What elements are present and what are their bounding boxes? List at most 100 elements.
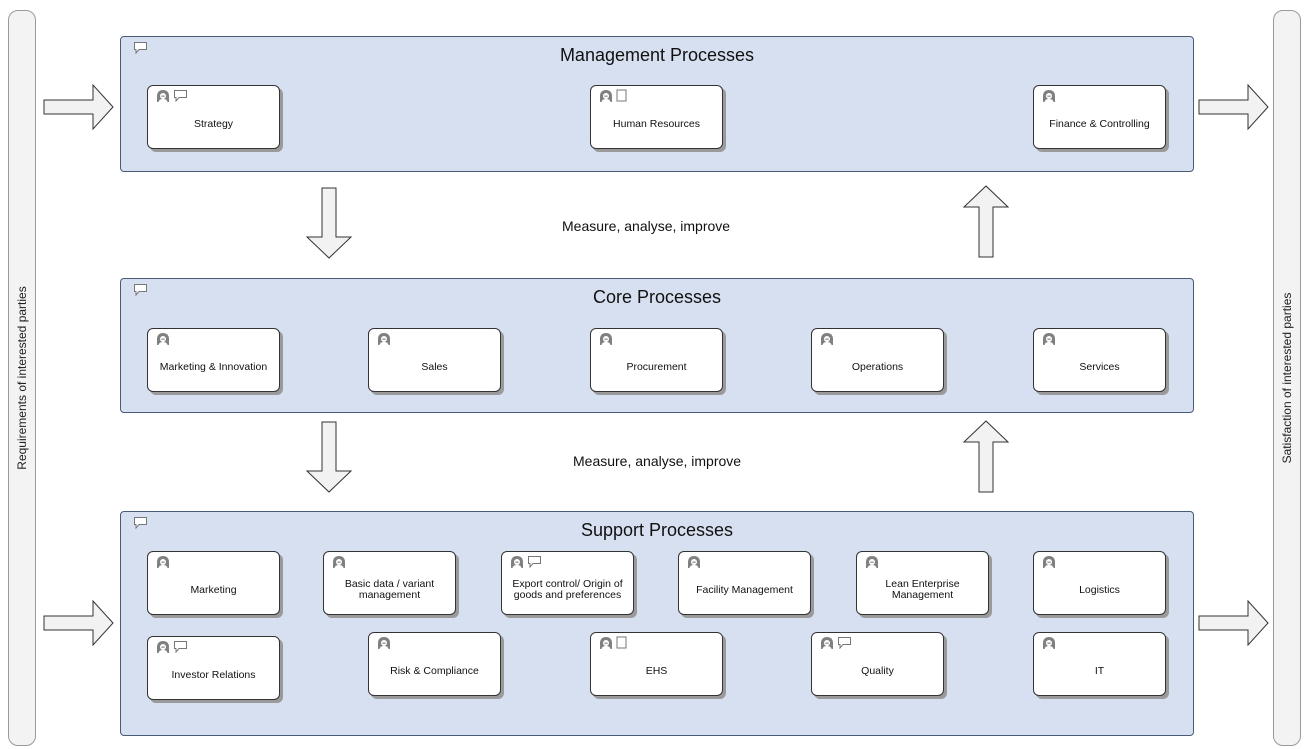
- task-icons: [509, 555, 542, 569]
- task-export-control-origin-of-goods-and-preferences[interactable]: Export control/ Origin of goods and pref…: [501, 551, 634, 615]
- requirements-bar: Requirements of interested parties: [8, 10, 36, 746]
- task-strategy[interactable]: Strategy: [147, 85, 280, 149]
- lane-title-management: Management Processes: [559, 45, 755, 65]
- up-arrow-upper: [963, 185, 1009, 258]
- document-icon: [616, 89, 627, 102]
- task-label: Strategy: [193, 117, 234, 130]
- role-icon: [598, 89, 614, 102]
- task-ehs[interactable]: EHS: [590, 632, 723, 696]
- role-icon: [598, 636, 614, 649]
- role-icon: [1041, 636, 1057, 649]
- role-icon: [155, 555, 171, 568]
- document-icon: [616, 636, 627, 649]
- comment-icon: [133, 516, 148, 534]
- role-icon: [864, 555, 880, 568]
- satisfaction-label: Satisfaction of interested parties: [1280, 292, 1294, 464]
- role-icon: [155, 332, 171, 345]
- task-icons: [598, 636, 627, 649]
- task-icons: [376, 636, 392, 649]
- task-lean-enterprise-management[interactable]: Lean Enterprise Management: [856, 551, 989, 615]
- task-sales[interactable]: Sales: [368, 328, 501, 392]
- task-icons: [155, 89, 188, 103]
- task-risk-compliance[interactable]: Risk & Compliance: [368, 632, 501, 696]
- task-label: Marketing: [190, 583, 237, 596]
- role-icon: [1041, 332, 1057, 345]
- comment-icon: [133, 41, 148, 59]
- task-marketing-innovation[interactable]: Marketing & Innovation: [147, 328, 280, 392]
- task-facility-management[interactable]: Facility Management: [678, 551, 811, 615]
- role-icon: [819, 636, 835, 649]
- role-icon: [686, 555, 702, 568]
- satisfaction-bar: Satisfaction of interested parties: [1273, 10, 1301, 746]
- comment-icon: [173, 89, 188, 103]
- task-icons: [376, 332, 392, 345]
- task-icons: [1041, 555, 1057, 568]
- comment-icon: [527, 555, 542, 569]
- requirements-label: Requirements of interested parties: [15, 286, 29, 470]
- task-icons: [864, 555, 880, 568]
- task-label: Operations: [851, 360, 904, 373]
- task-icons: [1041, 636, 1057, 649]
- task-icons: [155, 332, 171, 345]
- task-human-resources[interactable]: Human Resources: [590, 85, 723, 149]
- role-icon: [155, 89, 171, 102]
- comment-icon: [837, 636, 852, 650]
- input-arrow-top: [43, 84, 114, 130]
- task-label: Basic data / variant management: [344, 578, 435, 601]
- task-icons: [1041, 89, 1057, 102]
- task-icons: [155, 555, 171, 568]
- comment-icon: [133, 283, 148, 301]
- task-services[interactable]: Services: [1033, 328, 1166, 392]
- task-it[interactable]: IT: [1033, 632, 1166, 696]
- output-arrow-top: [1198, 84, 1269, 130]
- task-label: Human Resources: [613, 117, 700, 130]
- task-operations[interactable]: Operations: [811, 328, 944, 392]
- task-marketing[interactable]: Marketing: [147, 551, 280, 615]
- down-arrow-lower: [306, 421, 352, 493]
- task-procurement[interactable]: Procurement: [590, 328, 723, 392]
- role-icon: [1041, 89, 1057, 102]
- up-arrow-lower: [963, 420, 1009, 493]
- task-label: IT: [1094, 664, 1105, 677]
- task-label: Export control/ Origin of goods and pref…: [512, 578, 623, 601]
- lane-title-core: Core Processes: [592, 287, 722, 307]
- measure-label-upper: Measure, analyse, improve: [562, 218, 731, 234]
- task-investor-relations[interactable]: Investor Relations: [147, 636, 280, 700]
- task-label: Services: [1079, 360, 1120, 373]
- role-icon: [509, 555, 525, 568]
- role-icon: [155, 640, 171, 653]
- role-icon: [376, 332, 392, 345]
- input-arrow-bottom: [43, 600, 114, 646]
- task-icons: [598, 332, 614, 345]
- task-label: Marketing & Innovation: [159, 360, 268, 373]
- task-label: Finance & Controlling: [1049, 117, 1150, 130]
- task-label: Logistics: [1079, 583, 1120, 596]
- comment-icon: [173, 640, 188, 654]
- task-logistics[interactable]: Logistics: [1033, 551, 1166, 615]
- task-label: Procurement: [626, 360, 687, 373]
- task-finance-controlling[interactable]: Finance & Controlling: [1033, 85, 1166, 149]
- task-icons: [819, 636, 852, 650]
- task-icons: [819, 332, 835, 345]
- lane-support[interactable]: Support Processes: [120, 511, 1194, 736]
- measure-label-lower: Measure, analyse, improve: [573, 453, 742, 469]
- task-label: Investor Relations: [171, 668, 256, 681]
- task-label: Quality: [861, 664, 894, 677]
- role-icon: [1041, 555, 1057, 568]
- output-arrow-bottom: [1198, 600, 1269, 646]
- role-icon: [376, 636, 392, 649]
- task-quality[interactable]: Quality: [811, 632, 944, 696]
- task-icons: [155, 640, 188, 654]
- role-icon: [819, 332, 835, 345]
- task-icons: [1041, 332, 1057, 345]
- task-icons: [686, 555, 702, 568]
- task-label: EHS: [645, 664, 668, 677]
- task-icons: [598, 89, 627, 102]
- task-icons: [331, 555, 347, 568]
- task-label: Lean Enterprise Management: [885, 578, 960, 601]
- down-arrow-upper: [306, 187, 352, 259]
- task-label: Risk & Compliance: [390, 664, 479, 677]
- task-basic-data-variant-management[interactable]: Basic data / variant management: [323, 551, 456, 615]
- role-icon: [331, 555, 347, 568]
- task-label: Sales: [421, 360, 448, 373]
